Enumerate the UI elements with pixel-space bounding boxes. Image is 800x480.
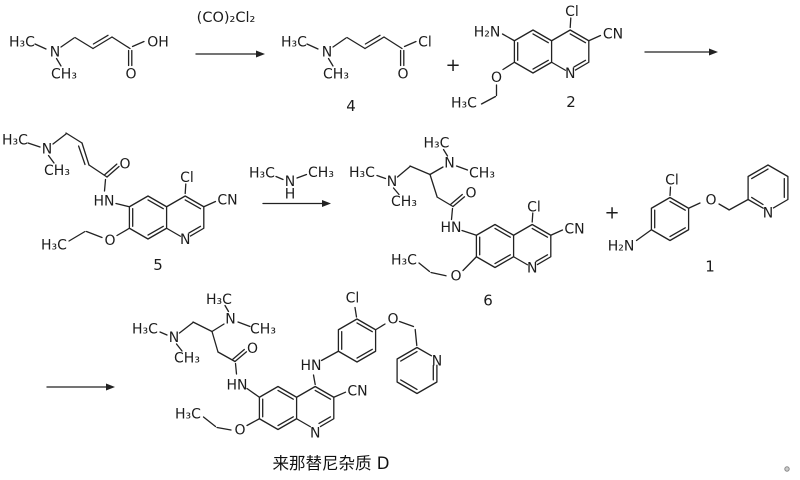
atom-label-h3c: H₃C <box>391 253 417 269</box>
atom-label-h2n: H₂N <box>474 25 501 41</box>
compound-number-1: 1 <box>705 258 715 276</box>
atom-label-ch3: CH₃ <box>44 163 70 179</box>
atom-label-ch3: CH₃ <box>174 351 200 367</box>
atom-label-o: O <box>397 67 408 83</box>
compound-number-4: 4 <box>346 97 356 115</box>
atom-label-h3c: H₃C <box>349 165 375 181</box>
atom-label-ch3: CH₃ <box>308 165 334 181</box>
atom-label-cl: Cl <box>527 200 541 216</box>
atom-label-n: N <box>180 232 190 248</box>
arrowhead-icon <box>256 50 265 58</box>
atom-label-h3c: H₃C <box>281 35 307 51</box>
atom-label-ch3: CH₃ <box>323 67 349 83</box>
atom-label-h3c: H₃C <box>2 133 28 149</box>
atom-label-hn: HN <box>227 378 248 394</box>
atom-label-cn: CN <box>347 384 367 400</box>
atom-label-ch3: CH₃ <box>250 322 276 338</box>
molecule-aniline-1: Cl H₂N O N 1 <box>608 164 789 276</box>
reaction-arrow-4 <box>46 383 115 391</box>
atom-label-cl: Cl <box>565 4 579 20</box>
molecule-neratinib-impurity-d: H₃C N CH₃ H₃C N CH₃ O HN HN Cl O CN N N … <box>132 291 442 442</box>
atom-label-cn: CN <box>564 222 584 238</box>
atom-label-o: O <box>119 157 130 173</box>
atom-label-n: N <box>42 142 52 158</box>
atom-label-cl: Cl <box>346 291 360 307</box>
atom-label-h3c: H₃C <box>249 166 275 182</box>
atom-label-n: N <box>50 45 60 61</box>
atom-label-o: O <box>234 423 245 439</box>
plus-sign-row1: + <box>445 55 460 76</box>
atom-label-h2n: H₂N <box>608 239 635 255</box>
compound-number-6: 6 <box>483 292 493 310</box>
reaction-arrow-2 <box>644 48 718 56</box>
molecule-dimethylamino-butenoic-acid: H₃C N CH₃ O OH <box>9 35 169 83</box>
atom-label-n: N <box>285 174 295 190</box>
reagent-dimethylamine: H₃C N H CH₃ <box>249 165 334 203</box>
product-name-label: 来那替尼杂质 D <box>273 454 390 473</box>
atom-label-oh: OH <box>147 35 169 51</box>
atom-label-h3c: H₃C <box>132 322 158 338</box>
molecule-acid-chloride-4: H₃C N CH₃ O Cl 4 <box>281 35 432 116</box>
reagent-oxalyl-chloride: (CO)₂Cl₂ <box>197 10 256 26</box>
atom-label-h3c: H₃C <box>206 292 232 308</box>
compound-number-5: 5 <box>153 256 163 274</box>
compound-number-2: 2 <box>566 93 576 111</box>
arrowhead-icon <box>106 383 115 391</box>
atom-label-cl: Cl <box>418 35 432 51</box>
atom-label-n: N <box>169 330 179 346</box>
atom-label-o: O <box>125 67 136 83</box>
atom-label-cn: CN <box>603 27 623 43</box>
atom-label-ch3: CH₃ <box>391 194 417 210</box>
arrowhead-icon <box>709 48 718 56</box>
atom-label-ch3: CH₃ <box>469 166 495 182</box>
atom-label-o: O <box>247 341 258 357</box>
atom-label-hn: HN <box>301 358 322 374</box>
atom-label-h3c: H₃C <box>424 136 450 152</box>
molecule-aminoquinoline-2: Cl CN H₂N N O H₃C 2 <box>451 4 623 112</box>
atom-label-n: N <box>387 174 397 190</box>
atom-label-h: H <box>285 187 296 203</box>
atom-label-n: N <box>322 45 332 61</box>
atom-label-o: O <box>450 269 461 285</box>
atom-label-o: O <box>465 186 476 202</box>
arrowhead-icon <box>322 200 331 207</box>
atom-label-cl: Cl <box>665 173 679 189</box>
atom-label-cl: Cl <box>180 170 194 186</box>
molecule-amide-5: H₃C N CH₃ O HN Cl CN N O H₃C 5 <box>2 132 238 274</box>
atom-label-h3c: H₃C <box>175 407 201 423</box>
atom-label-o: O <box>387 312 398 328</box>
atom-label-ch3: CH₃ <box>51 67 77 83</box>
atom-label-hn: HN <box>94 194 115 210</box>
molecule-diamine-amide-6: H₃C N CH₃ H₃C N CH₃ O HN Cl CN N H₃C O 6 <box>349 136 585 310</box>
atom-label-n: N <box>444 156 454 172</box>
atom-label-h3c: H₃C <box>9 35 35 51</box>
reaction-arrow-3 <box>262 200 331 207</box>
atom-label-o: O <box>104 233 115 249</box>
atom-label-h3c: H₃C <box>451 96 477 112</box>
watermark-mark <box>784 466 790 472</box>
plus-sign-row2: + <box>604 203 619 224</box>
atom-label-o: O <box>705 193 716 209</box>
atom-label-n: N <box>763 206 773 222</box>
atom-label-n: N <box>225 312 235 328</box>
atom-label-h3c: H₃C <box>41 238 67 254</box>
atom-label-n: N <box>432 354 442 370</box>
reaction-arrow-1: (CO)₂Cl₂ <box>195 10 265 58</box>
atom-label-o: O <box>491 70 502 86</box>
atom-label-n: N <box>527 261 537 277</box>
atom-label-n: N <box>565 66 575 82</box>
atom-label-hn: HN <box>441 220 462 236</box>
atom-label-cn: CN <box>217 193 237 209</box>
atom-label-n: N <box>310 426 320 442</box>
